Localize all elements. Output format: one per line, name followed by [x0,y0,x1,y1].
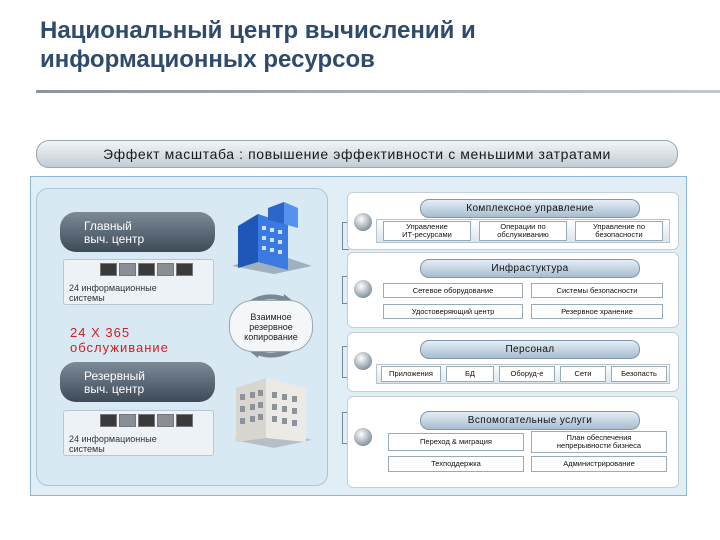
page-title: Национальный центр вычислений и информац… [40,16,680,74]
item-line: безопасности [595,230,643,239]
office-building-icon [232,202,312,274]
section-2-item-2: Системы безопасности [531,283,663,298]
item-line: непрерывности бизнеса [556,441,642,450]
section-2-header: Инфрастуктура [420,259,640,278]
connector-4 [342,412,349,444]
reserve-systems-box: 24 информационные системы [63,410,214,456]
server-rack-icon [100,414,193,427]
main-center-line-1: Главный [84,219,132,233]
bullet-dot-icon [354,352,372,370]
section-4-header: Вспомогательные услуги [420,411,640,430]
backup-line-1: Взаимное [250,312,292,322]
section-2-item-3: Удостоверяющий центр [383,304,523,319]
item-line: План обеспечения [566,433,632,442]
server-rack-icon [100,263,193,276]
section-3-item-2: БД [446,366,494,382]
title-underline [36,90,720,93]
section-3-item-4: Сети [560,366,606,382]
section-3-item-1: Приложения [381,366,441,382]
section-2-item-1: Сетевое оборудование [383,283,523,298]
item-line: Операции по [500,222,546,231]
backup-line-3: копирование [244,332,298,342]
scale-effect-banner: Эффект масштаба : повышение эффективност… [36,140,678,168]
reserve-center-line-2: выч. центр [84,382,145,396]
main-systems-line-1: 24 информационные [69,283,157,293]
main-center-pill: Главный выч. центр [60,212,215,252]
section-2-item-4: Резервное хранение [531,304,663,319]
backup-line-2: резервное [249,322,293,332]
bullet-dot-icon [354,280,372,298]
main-systems-line-2: системы [69,293,105,303]
item-line: Техподдержка [431,459,481,468]
main-systems-box: 24 информационные системы [63,259,214,305]
item-line: обслуживанию [497,230,549,239]
main-center-line-2: выч. центр [84,232,145,246]
section-3-item-5: Безопасть [611,366,667,382]
connector-1 [342,222,349,250]
connector-3 [342,346,349,378]
item-line: Управление [406,222,448,231]
section-4-item-3: Техподдержка [388,456,524,472]
bullet-dot-icon [354,428,372,446]
item-line: Администрирование [563,459,635,468]
backup-building-icon [234,378,312,448]
availability-line-2: обслуживание [70,340,169,355]
availability-line-1: 24 X 365 [70,325,131,340]
item-line: Переход & миграция [420,437,492,446]
reserve-center-pill: Резервный выч. центр [60,362,215,402]
connector-2 [342,276,349,304]
reserve-systems-line-1: 24 информационные [69,434,157,444]
item-line: Управление по [592,222,645,231]
reserve-center-line-1: Резервный [84,369,145,383]
item-line: ИТ-ресурсами [402,230,452,239]
mutual-backup-bubble: Взаимное резервное копирование [229,300,313,352]
bullet-dot-icon [354,213,372,231]
section-4-item-4: Администрирование [531,456,667,472]
section-1-header: Комплексное управление [420,199,640,218]
title-line-2: информационных ресурсов [40,46,375,73]
section-3-header: Персонал [420,340,640,359]
title-line-1: Национальный центр вычислений и [40,17,476,44]
reserve-systems-line-2: системы [69,444,105,454]
section-4-item-1: Переход & миграция [388,433,524,451]
section-3-item-3: Оборуд-е [499,366,555,382]
